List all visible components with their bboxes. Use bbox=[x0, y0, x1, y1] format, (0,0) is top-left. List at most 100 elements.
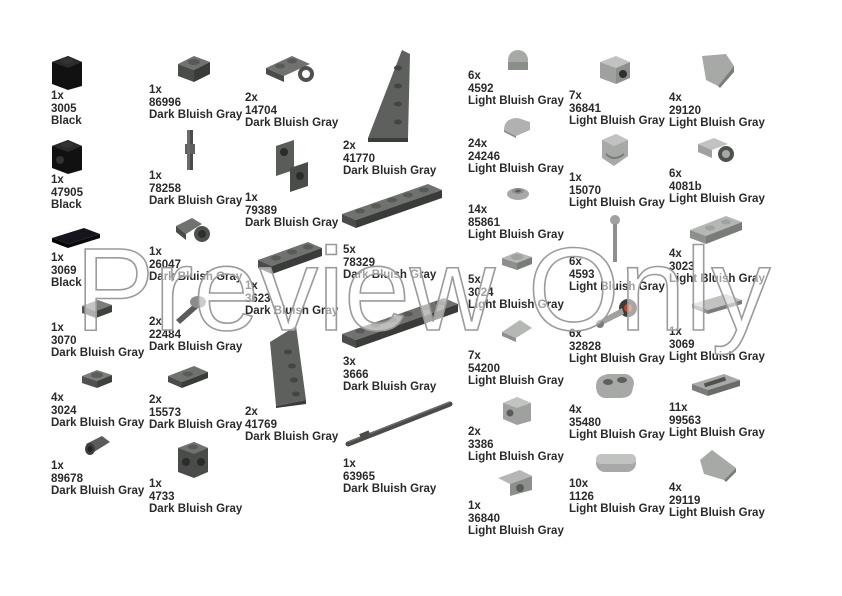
part-image-15070 bbox=[602, 134, 628, 166]
part-qty: 1x bbox=[343, 458, 356, 470]
part-image-3666 bbox=[342, 298, 458, 348]
part-color: Light Bluish Gray bbox=[569, 503, 665, 515]
part-image-85861 bbox=[507, 188, 529, 200]
part-number: 78258 bbox=[149, 182, 181, 195]
part-image-14704 bbox=[266, 56, 314, 82]
part-qty: 2x bbox=[149, 394, 162, 406]
part-number: 3623 bbox=[245, 292, 271, 305]
part-number: 4081b bbox=[669, 180, 702, 193]
part-qty: 6x bbox=[569, 328, 582, 340]
part-color: Light Bluish Gray bbox=[468, 375, 564, 387]
part-color: Dark Bluish Gray bbox=[149, 195, 243, 207]
part-color: Dark Bluish Gray bbox=[149, 271, 243, 283]
part-number: 22484 bbox=[149, 328, 181, 341]
part-qty: 6x bbox=[468, 70, 481, 82]
part-qty: 1x bbox=[569, 172, 582, 184]
part-color: Dark Bluish Gray bbox=[343, 269, 437, 281]
part-image-99563 bbox=[692, 374, 740, 396]
part-number: 4592 bbox=[468, 82, 494, 95]
part-number: 35480 bbox=[569, 416, 601, 429]
part-number: 29119 bbox=[669, 494, 701, 507]
part-qty: 1x bbox=[149, 170, 162, 182]
part-qty: 11x bbox=[669, 402, 688, 414]
part-image-41769 bbox=[270, 326, 306, 408]
part-number: 4733 bbox=[149, 490, 175, 503]
part-qty: 4x bbox=[669, 92, 682, 104]
part-image-3024-dbg bbox=[82, 370, 112, 388]
part-color: Light Bluish Gray bbox=[669, 427, 765, 439]
part-image-78258 bbox=[185, 130, 195, 170]
part-number: 3023 bbox=[669, 260, 695, 273]
part-qty: 4x bbox=[669, 248, 682, 260]
part-image-4593 bbox=[610, 215, 620, 262]
part-qty: 2x bbox=[245, 92, 258, 104]
part-color: Light Bluish Gray bbox=[569, 115, 665, 127]
part-image-3069-lbg bbox=[692, 294, 742, 314]
part-number: 99563 bbox=[669, 414, 701, 427]
part-color: Dark Bluish Gray bbox=[51, 347, 145, 359]
part-image-47905 bbox=[52, 140, 82, 174]
part-qty: 1x bbox=[149, 84, 162, 96]
part-number: 54200 bbox=[468, 362, 500, 375]
part-qty: 6x bbox=[669, 168, 682, 180]
part-image-3623 bbox=[258, 242, 322, 274]
part-number: 29120 bbox=[669, 104, 701, 117]
part-image-29119 bbox=[700, 450, 736, 482]
part-image-4733 bbox=[178, 442, 208, 478]
part-color: Dark Bluish Gray bbox=[51, 485, 145, 497]
part-number: 3024 bbox=[51, 404, 77, 417]
part-color: Dark Bluish Gray bbox=[149, 109, 243, 121]
part-image-36840 bbox=[498, 470, 532, 496]
part-color: Light Bluish Gray bbox=[569, 429, 665, 441]
part-number: 15573 bbox=[149, 406, 181, 419]
part-qty: 1x bbox=[149, 478, 162, 490]
part-color: Dark Bluish Gray bbox=[149, 419, 243, 431]
part-color: Dark Bluish Gray bbox=[245, 305, 339, 317]
part-number: 24246 bbox=[468, 150, 500, 163]
part-image-78329 bbox=[342, 184, 442, 228]
part-color: Light Bluish Gray bbox=[669, 193, 765, 205]
part-number: 85861 bbox=[468, 216, 500, 229]
part-qty: 2x bbox=[468, 426, 481, 438]
part-qty: 4x bbox=[669, 482, 682, 494]
part-image-26047 bbox=[176, 218, 210, 242]
part-color: Dark Bluish Gray bbox=[245, 117, 339, 129]
part-qty: 2x bbox=[149, 316, 162, 328]
part-color: Light Bluish Gray bbox=[669, 273, 765, 285]
part-number: 3005 bbox=[51, 102, 77, 115]
part-color: Dark Bluish Gray bbox=[343, 483, 437, 495]
part-qty: 7x bbox=[569, 90, 582, 102]
part-color: Dark Bluish Gray bbox=[149, 341, 243, 353]
part-color: Dark Bluish Gray bbox=[149, 503, 243, 515]
part-number: 14704 bbox=[245, 104, 277, 117]
part-color: Black bbox=[51, 277, 82, 289]
part-image-1126 bbox=[596, 454, 636, 472]
part-qty: 3x bbox=[343, 356, 356, 368]
part-number: 26047 bbox=[149, 258, 181, 271]
part-color: Dark Bluish Gray bbox=[343, 165, 437, 177]
part-color: Light Bluish Gray bbox=[569, 197, 665, 209]
part-image-79389 bbox=[276, 140, 308, 192]
